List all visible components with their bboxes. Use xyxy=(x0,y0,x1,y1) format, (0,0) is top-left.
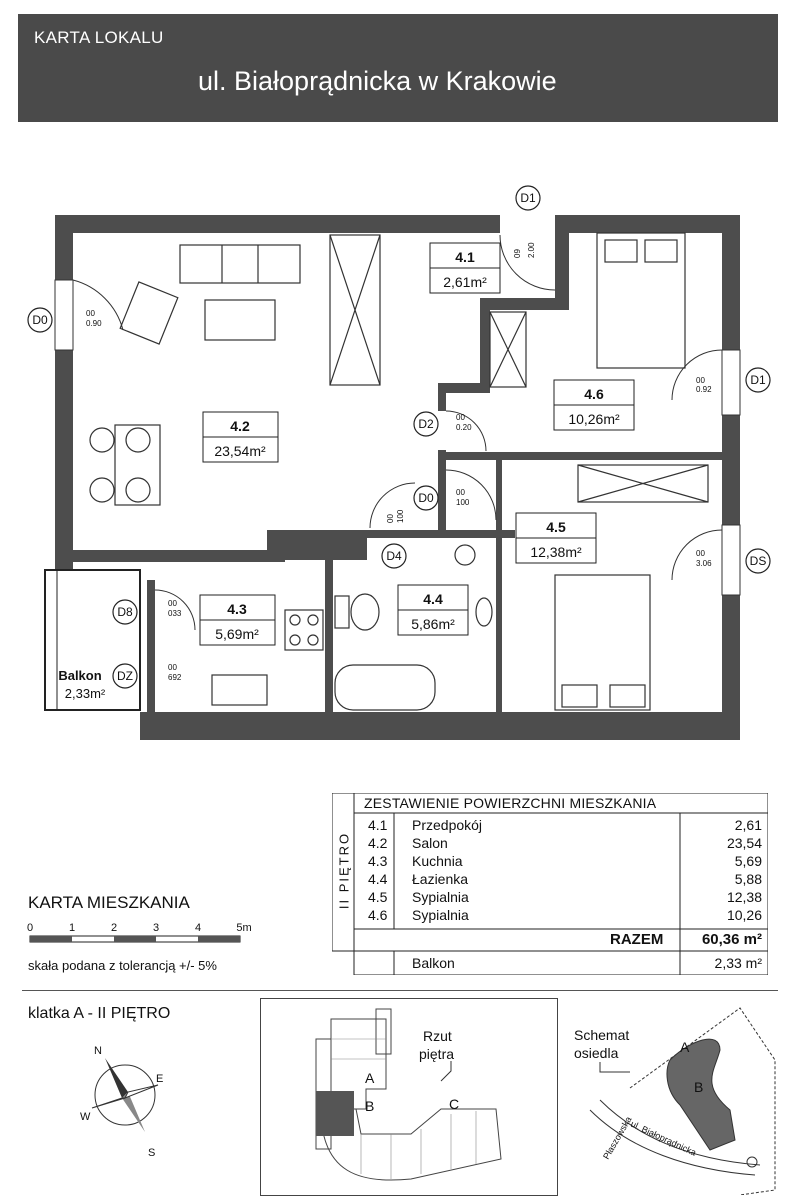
floor-label: klatka A - II PIĘTRO xyxy=(28,1005,171,1022)
header-banner: KARTA LOKALU ul. Białoprądnicka w Krakow… xyxy=(18,14,778,122)
summary-balcony-value: 2,33 m² xyxy=(714,955,762,971)
key-plan-label-1: Rzut xyxy=(423,1028,452,1044)
svg-text:2.00: 2.00 xyxy=(527,242,536,258)
room-4-4-id: 4.4 xyxy=(423,591,443,607)
balcony-outline xyxy=(44,569,141,711)
svg-text:00: 00 xyxy=(86,309,95,318)
room-4-1-id: 4.1 xyxy=(455,249,475,265)
door-tag-d4: D4 xyxy=(386,549,402,563)
schema-label-2: osiedla xyxy=(574,1045,619,1061)
header-title: ul. Białoprądnicka w Krakowie xyxy=(198,66,557,96)
svg-text:0.92: 0.92 xyxy=(696,385,712,394)
bottom-divider xyxy=(22,990,778,991)
key-plan-letter-b: B xyxy=(365,1098,374,1114)
room-4-4-area: 5,86m² xyxy=(411,616,455,632)
compass: N E W S xyxy=(80,1045,163,1159)
room-4-2-id: 4.2 xyxy=(230,418,250,434)
compass-s: S xyxy=(148,1147,155,1159)
svg-text:3.06: 3.06 xyxy=(696,559,712,568)
summary-row: 4.3 Kuchnia 5,69 xyxy=(368,853,762,869)
key-plan-letter-c: C xyxy=(449,1096,459,1112)
svg-text:00: 00 xyxy=(456,488,465,497)
svg-text:0: 0 xyxy=(27,922,33,934)
room-4-3-id: 4.3 xyxy=(227,601,247,617)
scale-bar: 0 1 2 3 4 5m xyxy=(27,922,252,943)
summary-row: 4.2 Salon 23,54 xyxy=(368,835,762,851)
svg-text:100: 100 xyxy=(456,498,470,507)
door-tag-d1-right: D1 xyxy=(750,373,766,387)
summary-row: 4.5 Sypialnia 12,38 xyxy=(368,889,762,905)
summary-total-label: RAZEM xyxy=(610,931,664,948)
key-plan-label-2: piętra xyxy=(419,1046,454,1062)
svg-text:100: 100 xyxy=(396,509,405,523)
door-tag-d0-left: D0 xyxy=(32,313,48,327)
compass-n: N xyxy=(94,1045,102,1057)
compass-needle-north xyxy=(105,1058,128,1098)
summary-row: 4.6 Sypialnia 10,26 xyxy=(368,907,762,923)
svg-text:00: 00 xyxy=(168,599,177,608)
schema-letter-a: A xyxy=(680,1039,690,1055)
schema-street-1: ul. Białoprądnicka xyxy=(629,1119,698,1158)
plan-walls xyxy=(55,215,740,740)
svg-text:09: 09 xyxy=(513,249,522,258)
svg-text:4: 4 xyxy=(195,922,201,934)
area-summary-table: ZESTAWIENIE POWIERZCHNI MIESZKANIA II PI… xyxy=(332,793,768,975)
schema-street-2: Płaszowska xyxy=(601,1115,633,1161)
room-4-3-area: 5,69m² xyxy=(215,626,259,642)
door-tag-d0-center: D0 xyxy=(418,491,434,505)
svg-text:2: 2 xyxy=(111,922,117,934)
scale-title: KARTA MIESZKANIA xyxy=(28,893,190,912)
summary-title: ZESTAWIENIE POWIERZCHNI MIESZKANIA xyxy=(364,795,657,811)
scale-note: skała podana z tolerancją +/- 5% xyxy=(28,958,217,973)
door-tags xyxy=(27,185,771,689)
schema-letter-b: B xyxy=(694,1079,703,1095)
svg-text:00: 00 xyxy=(696,376,705,385)
svg-text:00: 00 xyxy=(456,413,465,422)
svg-text:0.90: 0.90 xyxy=(86,319,102,328)
door-tag-ds: DS xyxy=(750,554,767,568)
plan-furniture xyxy=(89,232,709,711)
summary-balcony-label: Balkon xyxy=(412,955,455,971)
room-4-6-area: 10,26m² xyxy=(568,411,620,427)
summary-row: 4.4 Łazienka 5,88 xyxy=(368,871,762,887)
room-4-1-area: 2,61m² xyxy=(443,274,487,290)
door-tag-d1-top: D1 xyxy=(520,191,536,205)
svg-text:692: 692 xyxy=(168,673,182,682)
svg-text:0.20: 0.20 xyxy=(456,423,472,432)
compass-e: E xyxy=(156,1073,163,1085)
svg-text:033: 033 xyxy=(168,609,182,618)
svg-text:00: 00 xyxy=(386,514,395,523)
door-tag-d8: D8 xyxy=(117,605,133,619)
balcony-label: Balkon xyxy=(58,668,101,683)
estate-schema: Schemat osiedla A B ul. Białoprądnicka P… xyxy=(574,1007,776,1195)
room-label-boxes xyxy=(199,242,635,646)
key-plan-letter-a: A xyxy=(365,1070,375,1086)
plan-doors xyxy=(72,234,723,631)
svg-text:00: 00 xyxy=(168,663,177,672)
summary-row: 4.1 Przedpokój 2,61 xyxy=(368,817,762,833)
room-4-6-id: 4.6 xyxy=(584,386,604,402)
room-4-2-area: 23,54m² xyxy=(214,443,266,459)
summary-total-value: 60,36 m² xyxy=(701,931,762,948)
svg-text:3: 3 xyxy=(153,922,159,934)
floor-key-plan: A B C Rzut piętra xyxy=(260,998,558,1196)
svg-text:1: 1 xyxy=(69,922,75,934)
schema-label-1: Schemat xyxy=(574,1027,629,1043)
room-4-5-id: 4.5 xyxy=(546,519,566,535)
door-tag-dz: DZ xyxy=(117,669,133,683)
header-subtitle: KARTA LOKALU xyxy=(34,28,164,47)
svg-text:00: 00 xyxy=(696,549,705,558)
svg-text:5m: 5m xyxy=(236,922,251,934)
compass-w: W xyxy=(80,1111,91,1123)
door-tag-d2: D2 xyxy=(418,417,434,431)
room-4-5-area: 12,38m² xyxy=(530,544,582,560)
balcony-area: 2,33m² xyxy=(65,686,106,701)
